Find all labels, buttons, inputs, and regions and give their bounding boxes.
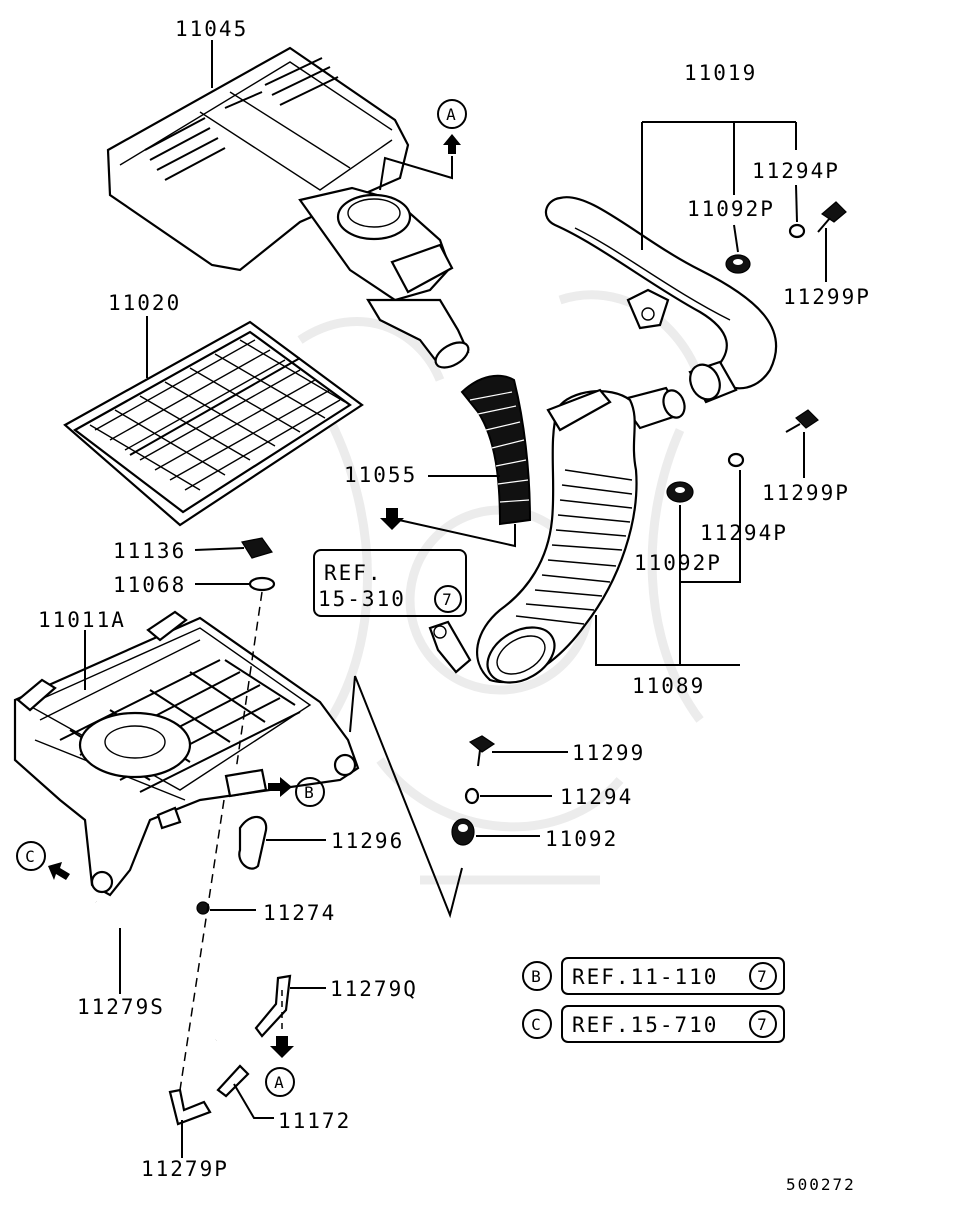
arrow-to-c <box>48 862 70 880</box>
label-11299: 11299 <box>572 741 645 765</box>
label-11279s: 11279S <box>77 995 165 1019</box>
diagram-text: B <box>531 967 543 986</box>
filter-pleats <box>89 339 346 491</box>
leader-lines <box>84 40 827 1158</box>
ref-box-b: B REF.11-110 7 <box>522 957 785 995</box>
ref-main-line1: REF. <box>324 561 383 585</box>
label-11299p-mid: 11299P <box>762 481 850 505</box>
label-11020: 11020 <box>108 291 181 315</box>
diagram-text: A <box>446 105 458 124</box>
figure-number: 500272 <box>786 1175 856 1194</box>
label-11092: 11092 <box>545 827 618 851</box>
ref-c-text: REF.15-710 <box>572 1013 718 1037</box>
collar-11294 <box>464 787 480 805</box>
label-11294p-top: 11294P <box>752 159 840 183</box>
label-11092p-top: 11092P <box>687 197 775 221</box>
label-11299p-top: 11299P <box>783 285 871 309</box>
hose-11279s <box>94 900 241 1042</box>
label-11019: 11019 <box>684 61 757 85</box>
arrow-to-ref <box>380 508 404 530</box>
air-cleaner-cover <box>106 46 470 369</box>
bolt-11299p-top <box>817 201 847 233</box>
bolt-11299 <box>468 735 496 767</box>
ref-box-c: C REF.15-710 7 <box>522 1005 785 1043</box>
washer-11068 <box>248 576 276 592</box>
grommet-11092p-mid <box>666 481 694 503</box>
label-11011a: 11011A <box>38 608 126 632</box>
clip-11136 <box>241 537 273 559</box>
hose-11279p <box>168 1088 212 1126</box>
watermark-emblem <box>297 290 705 885</box>
label-11089: 11089 <box>632 674 705 698</box>
clamp-11296 <box>238 815 268 870</box>
label-11045: 11045 <box>175 17 248 41</box>
intake-hose-lower <box>428 388 638 684</box>
bolt-11299p-mid <box>785 409 819 433</box>
grommet-11092p-top <box>725 254 751 274</box>
label-11294p-mid: 11294P <box>700 521 788 545</box>
diagram-text: C <box>531 1015 543 1034</box>
arrow-to-b <box>268 777 292 797</box>
hose-11279q <box>254 974 292 1038</box>
diagram-text: 7 <box>757 967 769 986</box>
air-cleaner-case <box>13 610 360 897</box>
label-11294: 11294 <box>560 785 633 809</box>
assembly-dashed-lines <box>179 591 283 1091</box>
marker-a-bottom: A <box>265 1067 295 1097</box>
diagram-text: A <box>274 1073 286 1092</box>
resonator-duct <box>460 374 532 526</box>
collar-11294p-top <box>788 223 806 239</box>
diagram-text: B <box>304 783 316 802</box>
marker-a-top: A <box>379 99 467 191</box>
label-11274: 11274 <box>263 901 336 925</box>
label-11092p-mid: 11092P <box>634 551 722 575</box>
ref-b-text: REF.11-110 <box>572 965 718 989</box>
bolt-11274 <box>196 901 210 915</box>
label-11172: 11172 <box>278 1109 351 1133</box>
ref-box-main: REF. 15-310 7 <box>313 549 467 617</box>
cover-ribs <box>144 57 339 181</box>
diagram-text: C <box>25 847 37 866</box>
ref-main-line2: 15-310 <box>318 587 406 611</box>
arrow-to-a-bottom <box>270 1036 294 1058</box>
label-11136: 11136 <box>113 539 186 563</box>
marker-b: B <box>295 777 325 807</box>
air-filter-element <box>63 320 364 527</box>
marker-c: C <box>16 841 46 871</box>
label-11068: 11068 <box>113 573 186 597</box>
label-11296: 11296 <box>331 829 404 853</box>
collar-11294p-mid <box>727 452 745 468</box>
label-11055: 11055 <box>344 463 417 487</box>
diagram-text: 7 <box>757 1015 769 1034</box>
valve-11172 <box>216 1064 250 1098</box>
grommet-11092 <box>451 818 475 846</box>
hose-corrugations <box>515 469 633 625</box>
breather-pipe-11296 <box>224 768 268 798</box>
ref-main-page: 7 <box>442 590 454 609</box>
label-11279q: 11279Q <box>330 977 418 1001</box>
part-labels: 11045 11019 11294P 11092P 11299P 11020 1… <box>38 17 871 1194</box>
label-11279p: 11279P <box>141 1157 229 1181</box>
